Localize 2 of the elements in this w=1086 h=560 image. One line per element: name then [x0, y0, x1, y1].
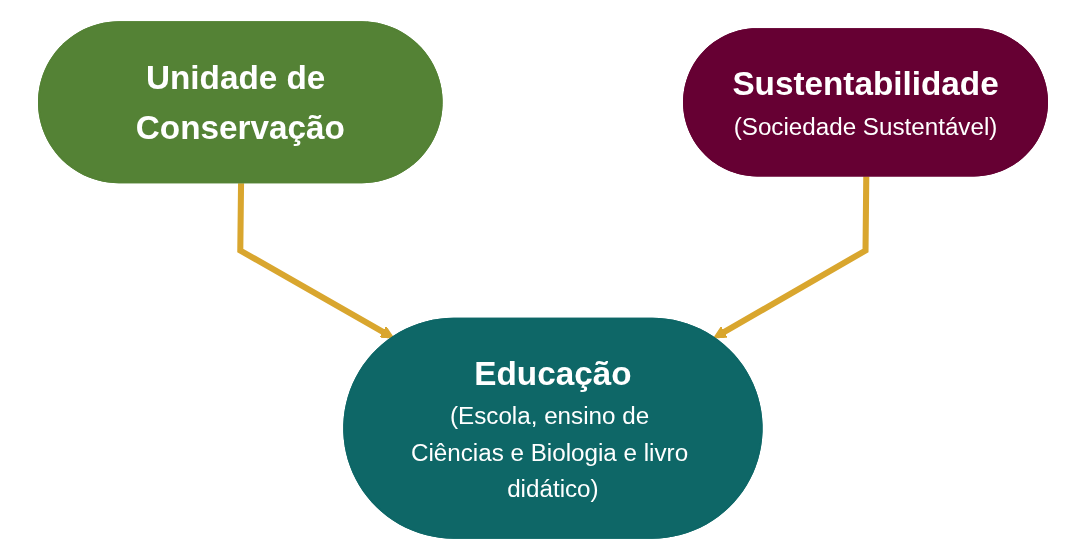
arrow: [713, 176, 870, 339]
arrow: [237, 183, 394, 339]
